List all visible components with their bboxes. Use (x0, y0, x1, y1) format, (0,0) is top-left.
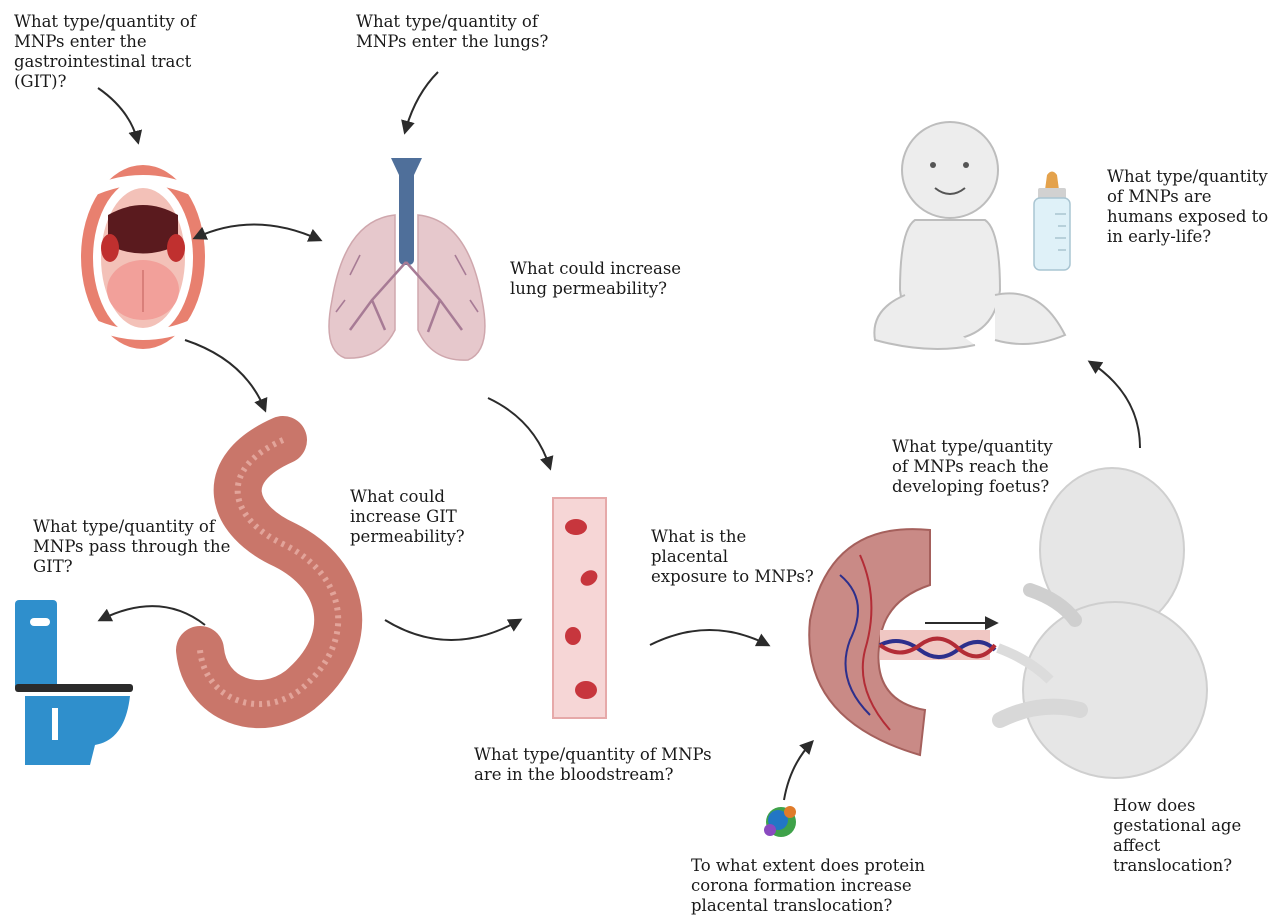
placenta-illustration (809, 529, 995, 755)
protein-corona-particle (764, 806, 796, 837)
question-gestational-age: How does gestational age affect transloc… (1113, 796, 1285, 876)
question-lung-permeability: What could increase lung permeability? (510, 259, 685, 299)
toilet-icon (15, 600, 133, 765)
arrow-intestine-to-blood (385, 620, 520, 640)
arrow-mouth-to-intestine (185, 340, 265, 410)
arrow-intestine-to-toilet (100, 606, 205, 625)
baby-bottle-icon (1034, 172, 1070, 271)
foetus-illustration (998, 468, 1207, 778)
question-placental-exposure: What is the placental exposure to MNPs? (651, 527, 826, 587)
question-bloodstream: What type/quantity of MNPs are in the bl… (474, 745, 729, 785)
question-git-entry: What type/quantity of MNPs enter the gas… (14, 12, 214, 92)
arrow-foetus-to-baby (1090, 362, 1140, 448)
blood-vessel-illustration (553, 498, 606, 718)
question-git-pass-through: What type/quantity of MNPs pass through … (33, 517, 243, 577)
question-early-life-exposure: What type/quantity of MNPs are humans ex… (1107, 167, 1277, 247)
question-foetus-exposure: What type/quantity of MNPs reach the dev… (892, 437, 1062, 497)
question-protein-corona: To what extent does protein corona forma… (691, 856, 926, 916)
arrow-lungs-to-blood (488, 398, 550, 468)
arrow-corona-to-placenta (784, 742, 812, 800)
mouth-illustration (81, 165, 205, 349)
question-lungs-entry: What type/quantity of MNPs enter the lun… (356, 12, 556, 52)
arrow-to-lungs (405, 72, 438, 132)
arrow-mouth-lungs (195, 224, 320, 240)
question-git-permeability: What could increase GIT permeability? (350, 487, 480, 547)
lungs-illustration (329, 158, 485, 360)
arrow-to-mouth (98, 88, 138, 142)
arrow-blood-to-placenta (650, 630, 768, 645)
